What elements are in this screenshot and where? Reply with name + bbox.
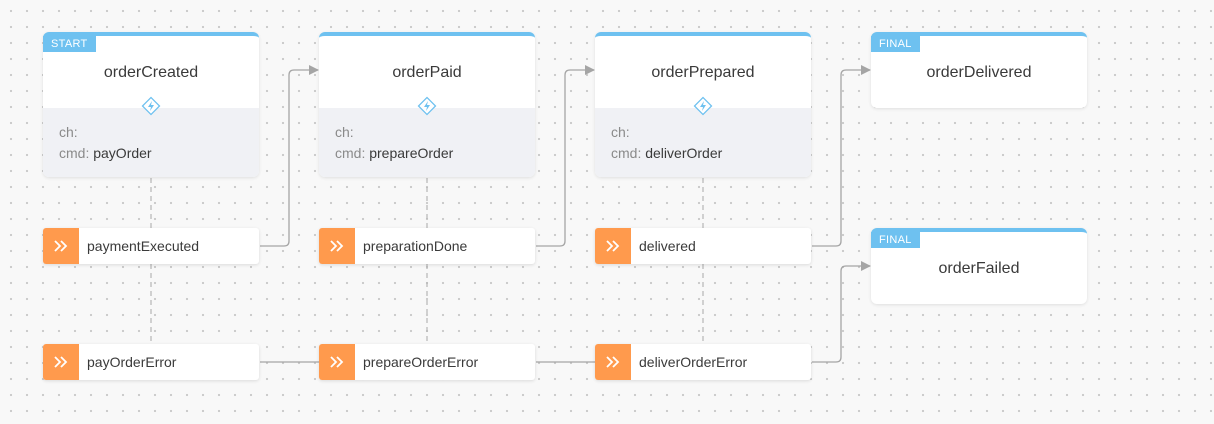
- state-order-paid[interactable]: orderPaid ch: cmd: prepareOrder: [319, 32, 535, 177]
- cmd-value: deliverOrder: [645, 145, 723, 161]
- event-label: prepareOrderError: [363, 354, 479, 370]
- double-chevron-right-icon: [319, 228, 355, 264]
- state-order-prepared[interactable]: orderPrepared ch: cmd: deliverOrder: [595, 32, 811, 177]
- event-label: paymentExecuted: [87, 238, 200, 254]
- state-title: orderCreated: [103, 64, 199, 81]
- state-order-delivered[interactable]: FINAL orderDelivered: [871, 32, 1087, 108]
- double-chevron-right-icon: [595, 344, 631, 380]
- transition-deliver-order-error[interactable]: [812, 261, 871, 363]
- state-title: orderPaid: [392, 64, 462, 81]
- event-deliver-order-error[interactable]: deliverOrderError: [595, 344, 811, 380]
- event-label: delivered: [639, 238, 696, 254]
- state-header: FINAL orderDelivered: [871, 36, 1087, 108]
- event-payment-executed[interactable]: paymentExecuted: [43, 228, 259, 264]
- state-order-failed[interactable]: FINAL orderFailed: [871, 228, 1087, 304]
- ch-label: ch:: [335, 124, 354, 140]
- state-title: orderDelivered: [926, 64, 1032, 81]
- final-tag: FINAL: [871, 36, 920, 52]
- state-details: ch: cmd: deliverOrder: [595, 108, 811, 177]
- state-title: orderFailed: [938, 260, 1020, 277]
- event-label: preparationDone: [363, 238, 468, 254]
- transition-preparation-done[interactable]: [536, 65, 595, 247]
- double-chevron-right-icon: [43, 228, 79, 264]
- state-details: ch: cmd: payOrder: [43, 108, 259, 177]
- event-delivered[interactable]: delivered: [595, 228, 811, 264]
- lightning-bolt-icon[interactable]: [693, 96, 713, 116]
- state-header: START orderCreated: [43, 36, 259, 116]
- lightning-bolt-icon[interactable]: [141, 96, 161, 116]
- transition-payment-executed[interactable]: [260, 65, 319, 247]
- double-chevron-right-icon: [43, 344, 79, 380]
- state-header: orderPaid: [319, 36, 535, 116]
- state-details: ch: cmd: prepareOrder: [319, 108, 535, 177]
- state-title: orderPrepared: [651, 64, 755, 81]
- ch-label: ch:: [611, 124, 630, 140]
- cmd-label: cmd:: [59, 145, 90, 161]
- state-header: FINAL orderFailed: [871, 232, 1087, 304]
- start-tag: START: [43, 36, 96, 52]
- transition-delivered[interactable]: [812, 65, 871, 247]
- lightning-bolt-icon[interactable]: [417, 96, 437, 116]
- event-label: payOrderError: [87, 354, 177, 370]
- double-chevron-right-icon: [595, 228, 631, 264]
- cmd-label: cmd:: [335, 145, 366, 161]
- final-tag: FINAL: [871, 232, 920, 248]
- state-order-created[interactable]: START orderCreated ch: cmd: payOrder: [43, 32, 259, 177]
- event-preparation-done[interactable]: preparationDone: [319, 228, 535, 264]
- event-label: deliverOrderError: [639, 354, 748, 370]
- cmd-value: prepareOrder: [369, 145, 454, 161]
- event-prepare-order-error[interactable]: prepareOrderError: [319, 344, 535, 380]
- state-header: orderPrepared: [595, 36, 811, 116]
- event-pay-order-error[interactable]: payOrderError: [43, 344, 259, 380]
- ch-label: ch:: [59, 124, 78, 140]
- cmd-value: payOrder: [93, 145, 152, 161]
- cmd-label: cmd:: [611, 145, 642, 161]
- double-chevron-right-icon: [319, 344, 355, 380]
